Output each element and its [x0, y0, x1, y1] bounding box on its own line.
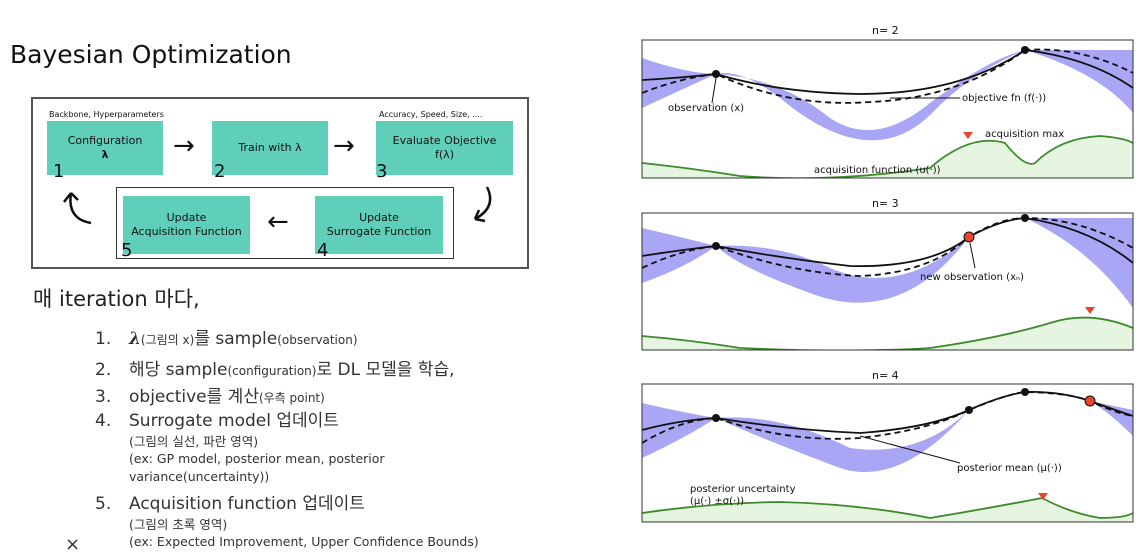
step-number: 2 — [214, 161, 226, 182]
list-subtext: (ex: Expected Improvement, Upper Confide… — [129, 534, 479, 549]
left-arrow-icon: ← — [267, 207, 289, 237]
gp-panels — [641, 39, 1134, 523]
panel-n2 — [642, 48, 1133, 178]
observation-point — [1021, 46, 1029, 54]
objective-label: objective fn (f(·)) — [962, 93, 1047, 104]
panel-n3 — [642, 217, 1133, 350]
posterior-mean-label: posterior mean (μ(·)) — [957, 463, 1062, 474]
new-observation-point — [1084, 395, 1096, 407]
list-item: 3.objective를 계산(우측 point) — [95, 387, 325, 407]
panel-title: n= 4 — [872, 369, 899, 382]
observation-point — [965, 406, 973, 414]
observation-point — [1021, 388, 1029, 396]
observation-point — [712, 70, 720, 78]
list-subtext: (ex: GP model, posterior mean, posterior — [129, 451, 385, 466]
right-arrow-icon: → — [173, 131, 195, 161]
step-number: 3 — [376, 161, 388, 182]
observation-point — [712, 242, 720, 250]
step-train: Train with λ 2 — [212, 121, 328, 181]
step-number: 4 — [317, 240, 329, 261]
step-number: 5 — [121, 240, 133, 261]
curved-arrow-up-icon — [63, 192, 92, 225]
flow-diagram: Backbone, Hyperparameters Accuracy, Spee… — [31, 97, 529, 269]
new-observation-point — [963, 231, 975, 243]
list-subtext: (그림의 실선, 파란 영역) — [129, 434, 259, 449]
list-subtext: (그림의 초록 영역) — [129, 517, 228, 532]
posterior-uncertainty-formula: (μ(·) ±σ(·)) — [690, 496, 745, 507]
observation-label: observation (x) — [668, 103, 745, 114]
posterior-uncertainty-label: posterior uncertainty — [690, 484, 796, 495]
acquisition-max-marker — [1085, 307, 1095, 314]
acquisition-function-label: acquisition function (u(·)) — [814, 165, 941, 176]
update-loop-box — [116, 187, 454, 259]
list-item: 1.λ(그림의 x)를 sample(observation) — [95, 329, 358, 349]
lead-text: 매 iteration 마다, — [33, 287, 200, 311]
observation-point — [1021, 214, 1029, 222]
right-arrow-icon: → — [333, 131, 355, 161]
list-item: 2.해당 sample(configuration)로 DL 모델을 학습, — [95, 360, 455, 380]
panel-title: n= 2 — [872, 24, 899, 37]
curved-arrow-down-icon — [473, 186, 492, 223]
acquisition-max-marker — [1038, 493, 1048, 500]
page-title: Bayesian Optimization — [10, 40, 292, 69]
list-subtext: variance(uncertainty)) — [129, 469, 270, 484]
step-number: 1 — [53, 161, 65, 182]
acquisition-max-marker — [963, 132, 973, 139]
panel-title: n= 3 — [872, 197, 899, 210]
observation-point — [712, 414, 720, 422]
backbone-note: Backbone, Hyperparameters — [49, 110, 164, 119]
list-item: 5.Acquisition function 업데이트 — [95, 494, 365, 514]
close-mark-icon: × — [65, 534, 81, 555]
list-item: 4.Surrogate model 업데이트 — [95, 411, 339, 431]
acquisition-max-label: acquisition max — [985, 129, 1065, 140]
accuracy-note: Accuracy, Speed, Size, .... — [379, 110, 483, 119]
new-observation-label: new observation (xₙ) — [920, 272, 1024, 283]
